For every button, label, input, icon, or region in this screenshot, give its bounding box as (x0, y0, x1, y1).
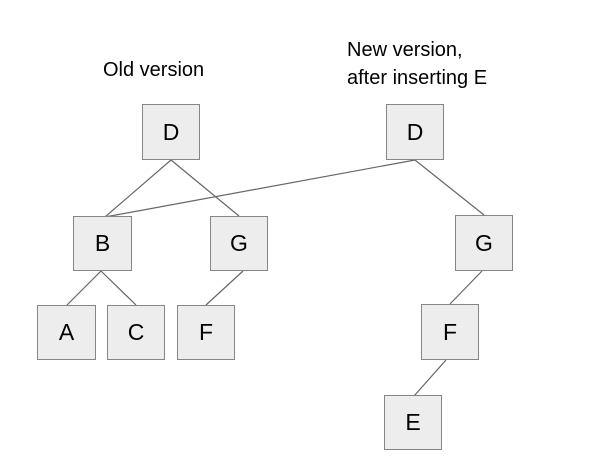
node-old-A[interactable]: A (37, 305, 96, 360)
node-label: E (405, 409, 421, 435)
node-old-B[interactable]: B (73, 216, 132, 271)
node-label: D (406, 118, 424, 145)
node-label: B (94, 230, 111, 256)
node-new-G[interactable]: G (455, 215, 513, 271)
node-label: A (58, 319, 75, 345)
node-old-F[interactable]: F (177, 305, 235, 360)
edge-old-D-to-old-G (170, 159, 240, 217)
node-new-D[interactable]: D (386, 104, 444, 160)
caption-new-version: New version, after inserting E (347, 39, 488, 89)
edge-old-G-to-old-F (205, 270, 244, 306)
node-new-F[interactable]: F (421, 304, 479, 360)
node-old-C[interactable]: C (107, 305, 165, 360)
node-old-G[interactable]: G (210, 216, 268, 271)
edge-old-D-to-old-B (104, 159, 172, 218)
edge-new-F-to-new-E (413, 359, 447, 397)
node-new-E[interactable]: E (384, 395, 442, 450)
caption-old-version: Old version (103, 59, 205, 81)
node-label: C (127, 319, 145, 345)
node-label: G (230, 230, 248, 256)
node-label: G (475, 229, 493, 256)
node-label: F (442, 318, 458, 345)
edge-new-D-to-old-B (104, 159, 416, 218)
edge-new-D-to-new-G (414, 159, 485, 216)
node-old-D[interactable]: D (142, 104, 200, 160)
node-label: D (162, 118, 180, 145)
edge-old-B-to-old-A (66, 270, 102, 306)
node-label: F (198, 319, 214, 345)
edge-new-G-to-new-F (449, 270, 483, 305)
edge-old-B-to-old-C (100, 270, 137, 306)
